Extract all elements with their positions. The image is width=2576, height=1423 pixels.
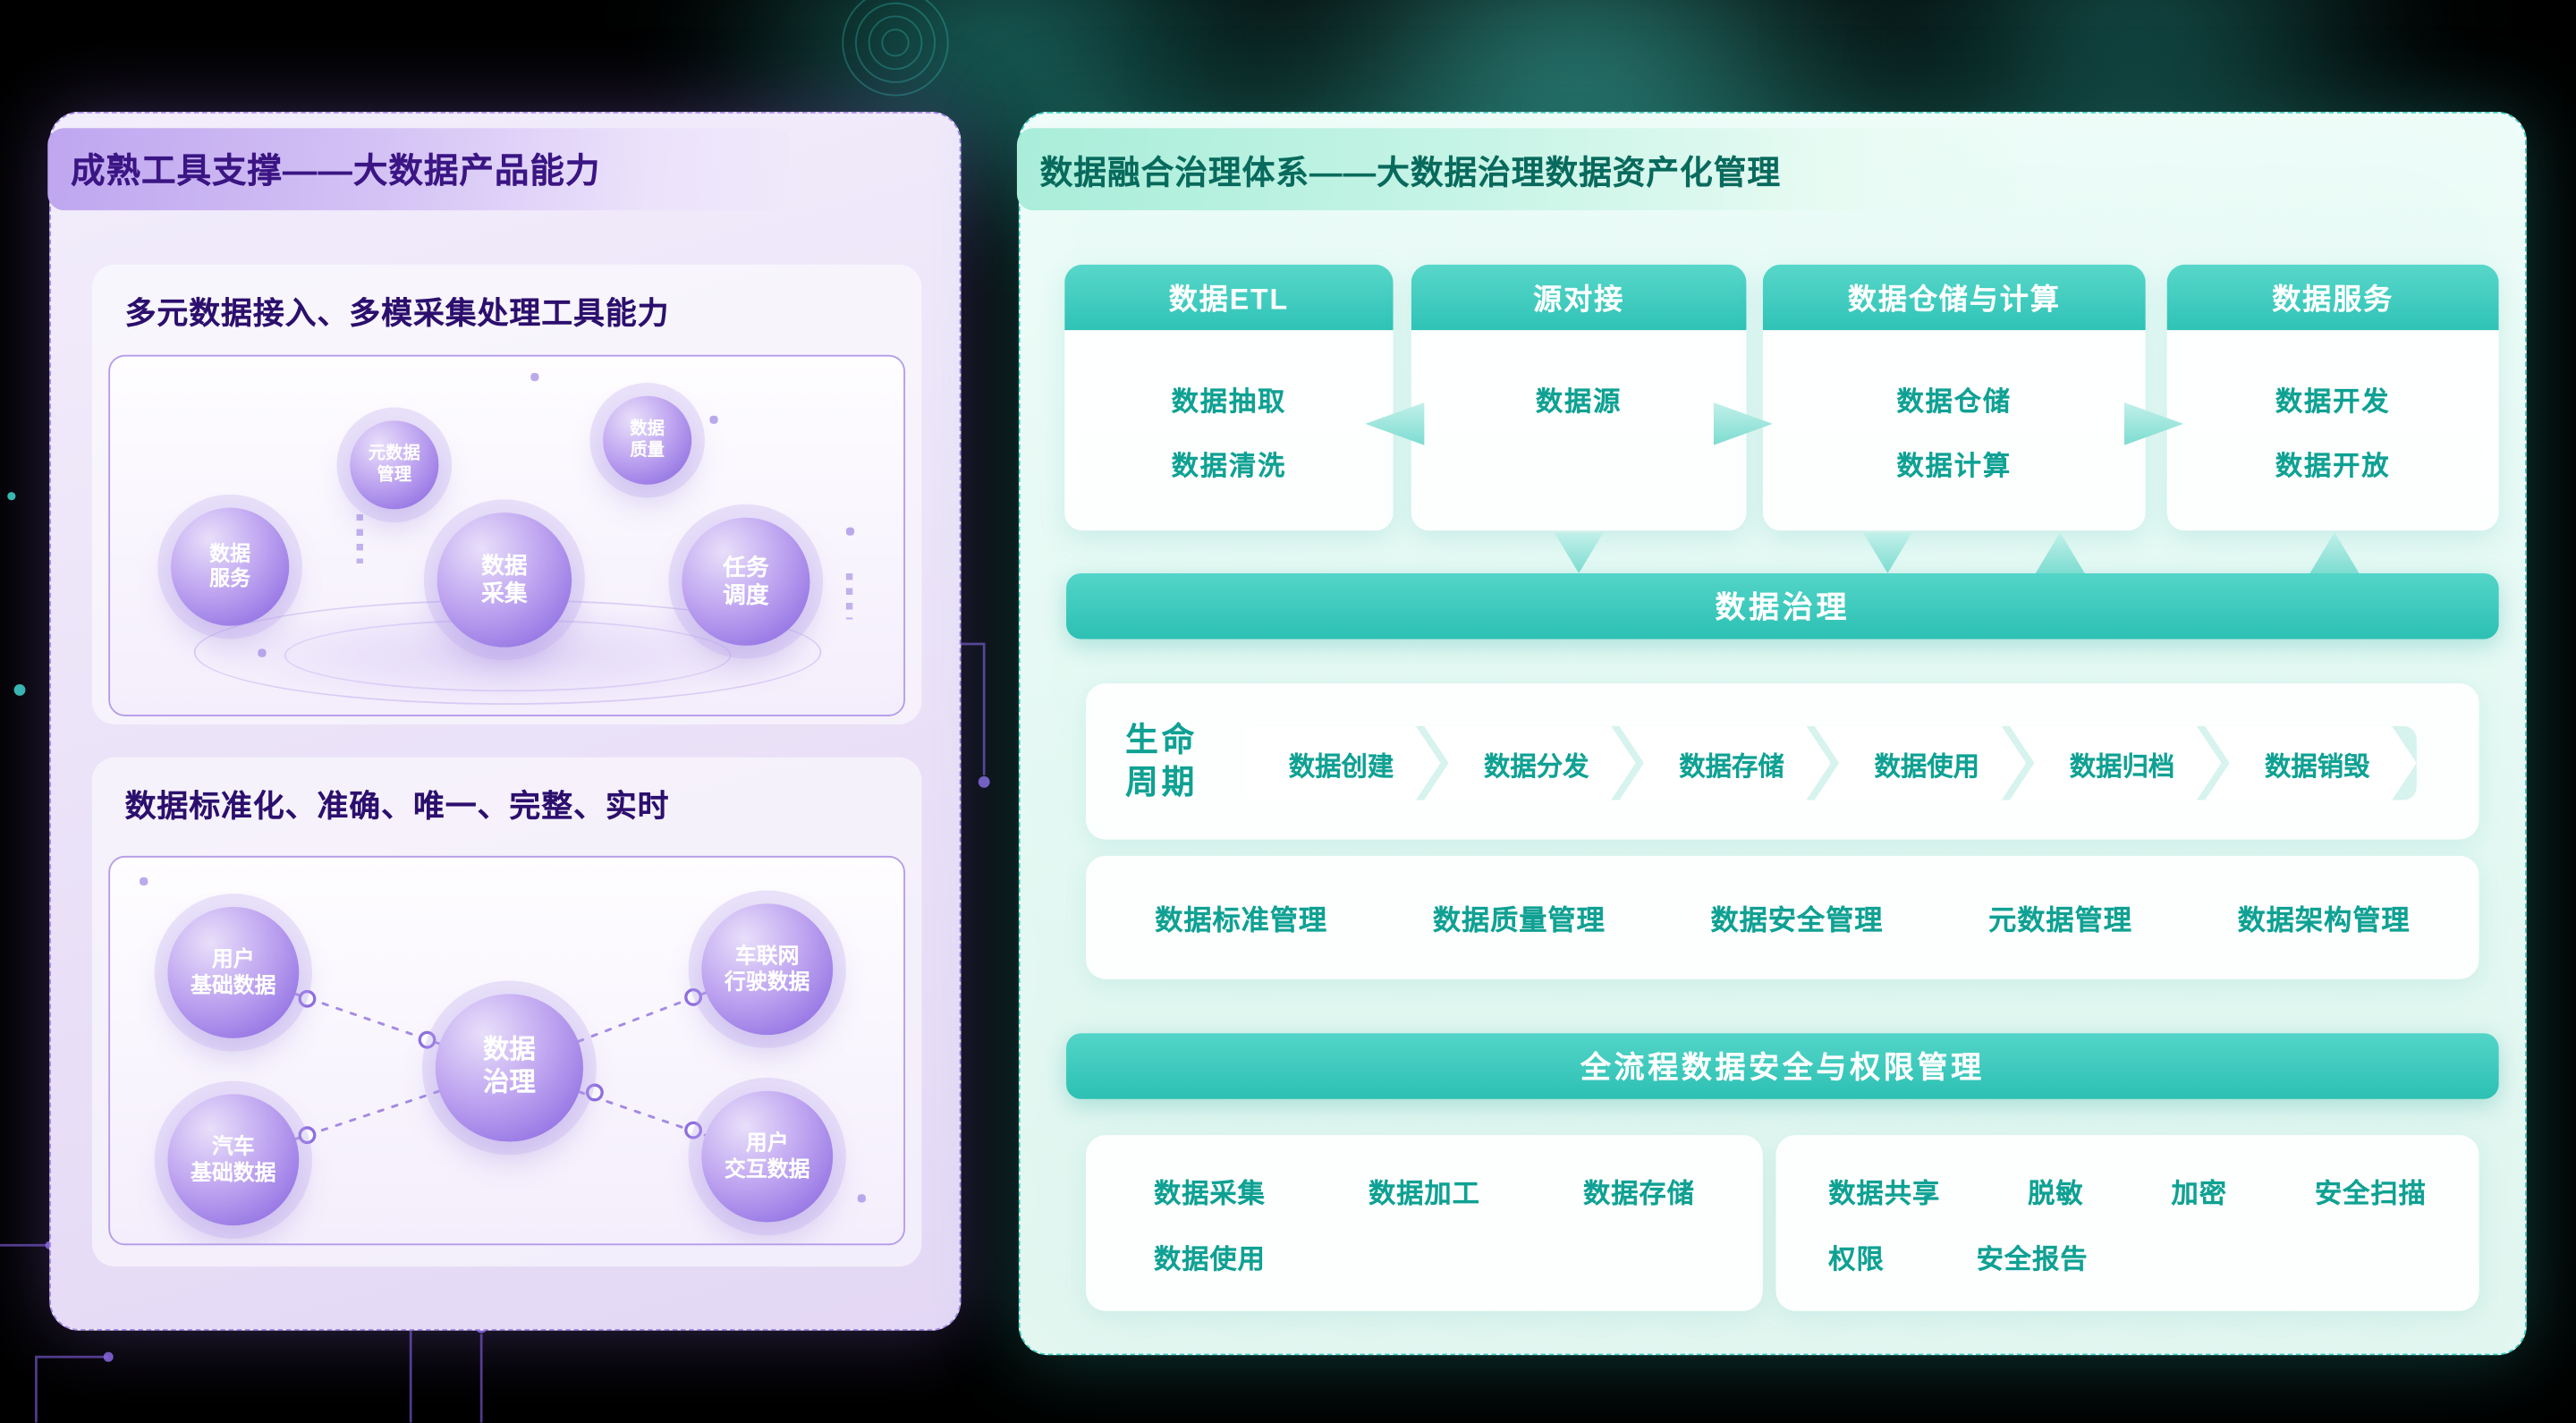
column-item: 数据开发 [2275, 387, 2391, 418]
standardization-section-card: 数据标准化、准确、唯一、完整、实时 [91, 757, 922, 1267]
arrow-down-icon [1862, 532, 1912, 574]
column-source-connect: 源对接 数据源 [1411, 264, 1747, 531]
right-panel-title: 数据融合治理体系——大数据治理数据资产化管理 [1039, 155, 1782, 191]
column-warehouse-compute: 数据仓储与计算 数据仓储 数据计算 [1762, 264, 2146, 531]
bubble-data-collection: 数据 采集 [436, 512, 572, 648]
tools-section-card: 多元数据接入、多模采集处理工具能力 元数据 管理 数据 质量 数据 服务 数据 … [91, 264, 922, 724]
column-body: 数据开发 数据开放 [2166, 330, 2499, 531]
security-item: 安全扫描 [2314, 1178, 2427, 1208]
management-card: 数据标准管理 数据质量管理 数据安全管理 元数据管理 数据架构管理 [1086, 855, 2479, 979]
dot-decoration [140, 877, 148, 885]
bubble-data-governance-center: 数据 治理 [435, 994, 584, 1142]
dot-decoration [530, 372, 539, 382]
security-item: 数据存储 [1582, 1178, 1695, 1208]
left-panel-title: 成熟工具支撑——大数据产品能力 [70, 152, 601, 191]
column-header-source-connect: 源对接 [1411, 264, 1747, 331]
lifecycle-stage: 数据归档 [2010, 726, 2222, 800]
column-data-service: 数据服务 数据开发 数据开放 [2166, 264, 2499, 531]
bubble-metadata-management: 元数据 管理 [350, 420, 439, 510]
tools-section-title: 多元数据接入、多模采集处理工具能力 [124, 297, 670, 333]
lifecycle-stage: 数据创建 [1242, 726, 1441, 800]
dot-decoration [709, 415, 718, 424]
dot-decoration [857, 1194, 866, 1203]
column-item: 数据抽取 [1171, 387, 1287, 418]
security-permission-row: 数据共享 脱敏 加密 安全扫描 [1828, 1171, 2427, 1210]
left-panel-title-banner: 成熟工具支撑——大数据产品能力 [47, 128, 791, 211]
left-panel: 成熟工具支撑——大数据产品能力 多元数据接入、多模采集处理工具能力 元数据 管理… [47, 111, 962, 1331]
dotted-line-decoration [845, 573, 853, 620]
security-item: 加密 [2171, 1178, 2227, 1208]
column-header-data-etl: 数据ETL [1064, 264, 1394, 331]
lifecycle-stage-strip: 数据创建 数据分发 数据存储 数据使用 数据归档 数据销毁 [1241, 725, 2417, 800]
column-item: 数据清洗 [1171, 452, 1287, 482]
lifecycle-stage: 数据销毁 [2205, 726, 2417, 800]
standardization-section-title: 数据标准化、准确、唯一、完整、实时 [124, 790, 670, 826]
management-item: 元数据管理 [1988, 905, 2132, 936]
bubble-task-scheduling: 任务 调度 [682, 517, 810, 646]
column-body: 数据仓储 数据计算 [1762, 330, 2146, 531]
column-header-data-service: 数据服务 [2166, 264, 2499, 331]
management-item: 数据质量管理 [1432, 905, 1606, 936]
security-process-card: 数据采集 数据加工 数据存储 数据使用 [1086, 1135, 1763, 1311]
right-panel-title-banner: 数据融合治理体系——大数据治理数据资产化管理 [1016, 128, 2023, 211]
data-governance-banner: 数据治理 [1066, 573, 2499, 640]
security-banner: 全流程数据安全与权限管理 [1066, 1033, 2499, 1099]
arrow-down-icon [1554, 532, 1604, 574]
column-header-warehouse-compute: 数据仓储与计算 [1762, 264, 2146, 331]
governance-diagram-box: 用户 基础数据 汽车 基础数据 数据 治理 车联网 行驶数据 用户 交互数据 [108, 855, 906, 1246]
dot-decoration [845, 527, 855, 536]
security-item: 安全报告 [1976, 1244, 2089, 1275]
column-item: 数据仓储 [1896, 387, 2012, 418]
security-permission-card: 数据共享 脱敏 加密 安全扫描 权限 安全报告 [1775, 1135, 2479, 1311]
bubble-user-base-data: 用户 基础数据 [167, 906, 300, 1038]
right-panel: 数据融合治理体系——大数据治理数据资产化管理 数据ETL 数据抽取 数据清洗 源… [1016, 111, 2527, 1356]
bubble-iov-driving-data: 车联网 行驶数据 [701, 903, 834, 1036]
bubble-data-service: 数据 服务 [171, 507, 290, 626]
lifecycle-stage: 数据使用 [1815, 726, 2027, 800]
column-data-etl: 数据ETL 数据抽取 数据清洗 [1064, 264, 1394, 531]
bubble-vehicle-base-data: 汽车 基础数据 [167, 1094, 300, 1226]
column-item: 数据计算 [1896, 452, 2012, 482]
security-item: 数据使用 [1153, 1244, 1266, 1275]
security-item: 数据共享 [1828, 1178, 1941, 1208]
column-body: 数据抽取 数据清洗 [1064, 330, 1394, 531]
column-item: 数据源 [1535, 387, 1623, 418]
security-item: 数据采集 [1153, 1178, 1266, 1208]
lifecycle-stage: 数据分发 [1424, 726, 1636, 800]
management-item: 数据架构管理 [2237, 905, 2411, 936]
lifecycle-label: 生命 周期 [1125, 722, 1198, 801]
arrow-up-icon [2309, 532, 2360, 574]
lifecycle-card: 生命 周期 数据创建 数据分发 数据存储 数据使用 数据归档 数据销毁 [1086, 683, 2479, 840]
management-item: 数据标准管理 [1155, 905, 1328, 936]
security-permission-row: 权限 安全报告 [1828, 1236, 2427, 1275]
management-item: 数据安全管理 [1710, 905, 1884, 936]
security-item: 数据加工 [1368, 1178, 1480, 1208]
tools-diagram-box: 元数据 管理 数据 质量 数据 服务 数据 采集 任务 调度 [108, 354, 906, 716]
column-item: 数据开放 [2275, 452, 2391, 482]
dotted-line-decoration [356, 513, 363, 563]
bubble-user-interaction-data: 用户 交互数据 [701, 1090, 834, 1223]
dot-decoration [258, 648, 267, 657]
security-item: 权限 [1828, 1244, 1885, 1275]
column-body: 数据源 [1411, 330, 1747, 531]
lifecycle-stage: 数据存储 [1619, 726, 1831, 800]
bubble-data-quality: 数据 质量 [603, 395, 692, 485]
security-item: 脱敏 [2028, 1178, 2084, 1208]
arrow-up-icon [2035, 532, 2085, 574]
